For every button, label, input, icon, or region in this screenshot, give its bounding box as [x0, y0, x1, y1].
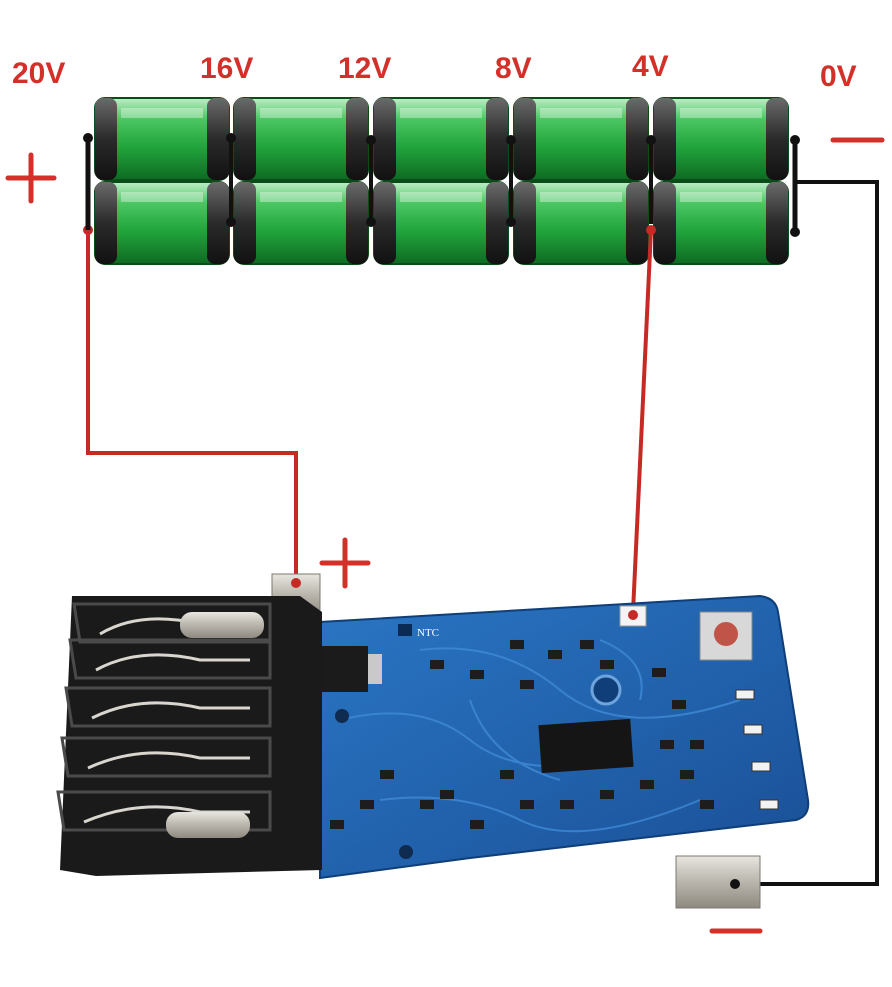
contact-cylinder [180, 612, 264, 638]
smd-component [548, 650, 562, 659]
terminal-dot [226, 133, 236, 143]
contact-cylinder [166, 812, 250, 838]
smd-component [360, 800, 374, 809]
smd-component [330, 820, 344, 829]
terminal-dot [366, 135, 376, 145]
connector-slot [68, 638, 272, 680]
smd-component [652, 668, 666, 677]
smd-component [440, 790, 454, 799]
smd-component [510, 640, 524, 649]
bms-board: NTC [316, 594, 810, 880]
voltage-label-4v: 4V [632, 50, 669, 83]
battery-cell-icon [94, 181, 230, 265]
voltage-label-8v: 8V [495, 52, 532, 85]
smd-component [470, 670, 484, 679]
contact-spring [91, 701, 250, 720]
battery-cell-icon [373, 181, 509, 265]
contact-spring [87, 751, 250, 770]
connector-slot [64, 686, 272, 728]
battery-pack [83, 97, 800, 265]
ic-chip-icon [538, 718, 634, 774]
terminal-dot [226, 217, 236, 227]
positive-wire [86, 230, 298, 583]
negative-wire [735, 180, 879, 886]
balance-wire-4v [631, 229, 653, 613]
smd-component [600, 660, 614, 669]
smd-component [500, 770, 514, 779]
voltage-label-20v: 20V [12, 57, 65, 90]
ntc-silkscreen: NTC [417, 627, 439, 639]
battery-cell-icon [233, 97, 369, 181]
smd-component [640, 780, 654, 789]
smd-component [690, 740, 704, 749]
smd-component [600, 790, 614, 799]
battery-cell-icon [513, 181, 649, 265]
battery-cell-icon [94, 97, 230, 181]
voltage-label-0v: 0V [820, 60, 857, 93]
battery-cell-icon [653, 97, 789, 181]
negative-tab [675, 855, 761, 909]
battery-cell-icon [653, 181, 789, 265]
battery-cell-icon [373, 97, 509, 181]
smd-component [520, 680, 534, 689]
smd-component [660, 740, 674, 749]
smd-component [700, 800, 714, 809]
contact-spring [95, 653, 250, 672]
led-icon [735, 689, 779, 810]
smd-component [430, 660, 444, 669]
connector-slot [60, 736, 272, 778]
smd-component [680, 770, 694, 779]
smd-component [560, 800, 574, 809]
terminal-dot [506, 217, 516, 227]
terminal-connector [56, 596, 322, 876]
smd-component [420, 800, 434, 809]
plus-sign-pack [5, 152, 57, 204]
plus-sign-board [319, 537, 371, 589]
voltage-label-16v: 16V [200, 52, 253, 85]
battery-cell-icon [513, 97, 649, 181]
voltage-label-12v: 12V [338, 52, 391, 85]
connector-slot [56, 790, 272, 832]
smd-component [672, 700, 686, 709]
contact-spring [83, 805, 250, 824]
terminal-dot [646, 135, 656, 145]
smd-component [470, 820, 484, 829]
terminal-dot [366, 217, 376, 227]
terminal-dot [506, 135, 516, 145]
push-button-icon [699, 611, 753, 661]
smd-component [380, 770, 394, 779]
smd-component [520, 800, 534, 809]
battery-cell-icon [233, 181, 369, 265]
smd-component [580, 640, 594, 649]
